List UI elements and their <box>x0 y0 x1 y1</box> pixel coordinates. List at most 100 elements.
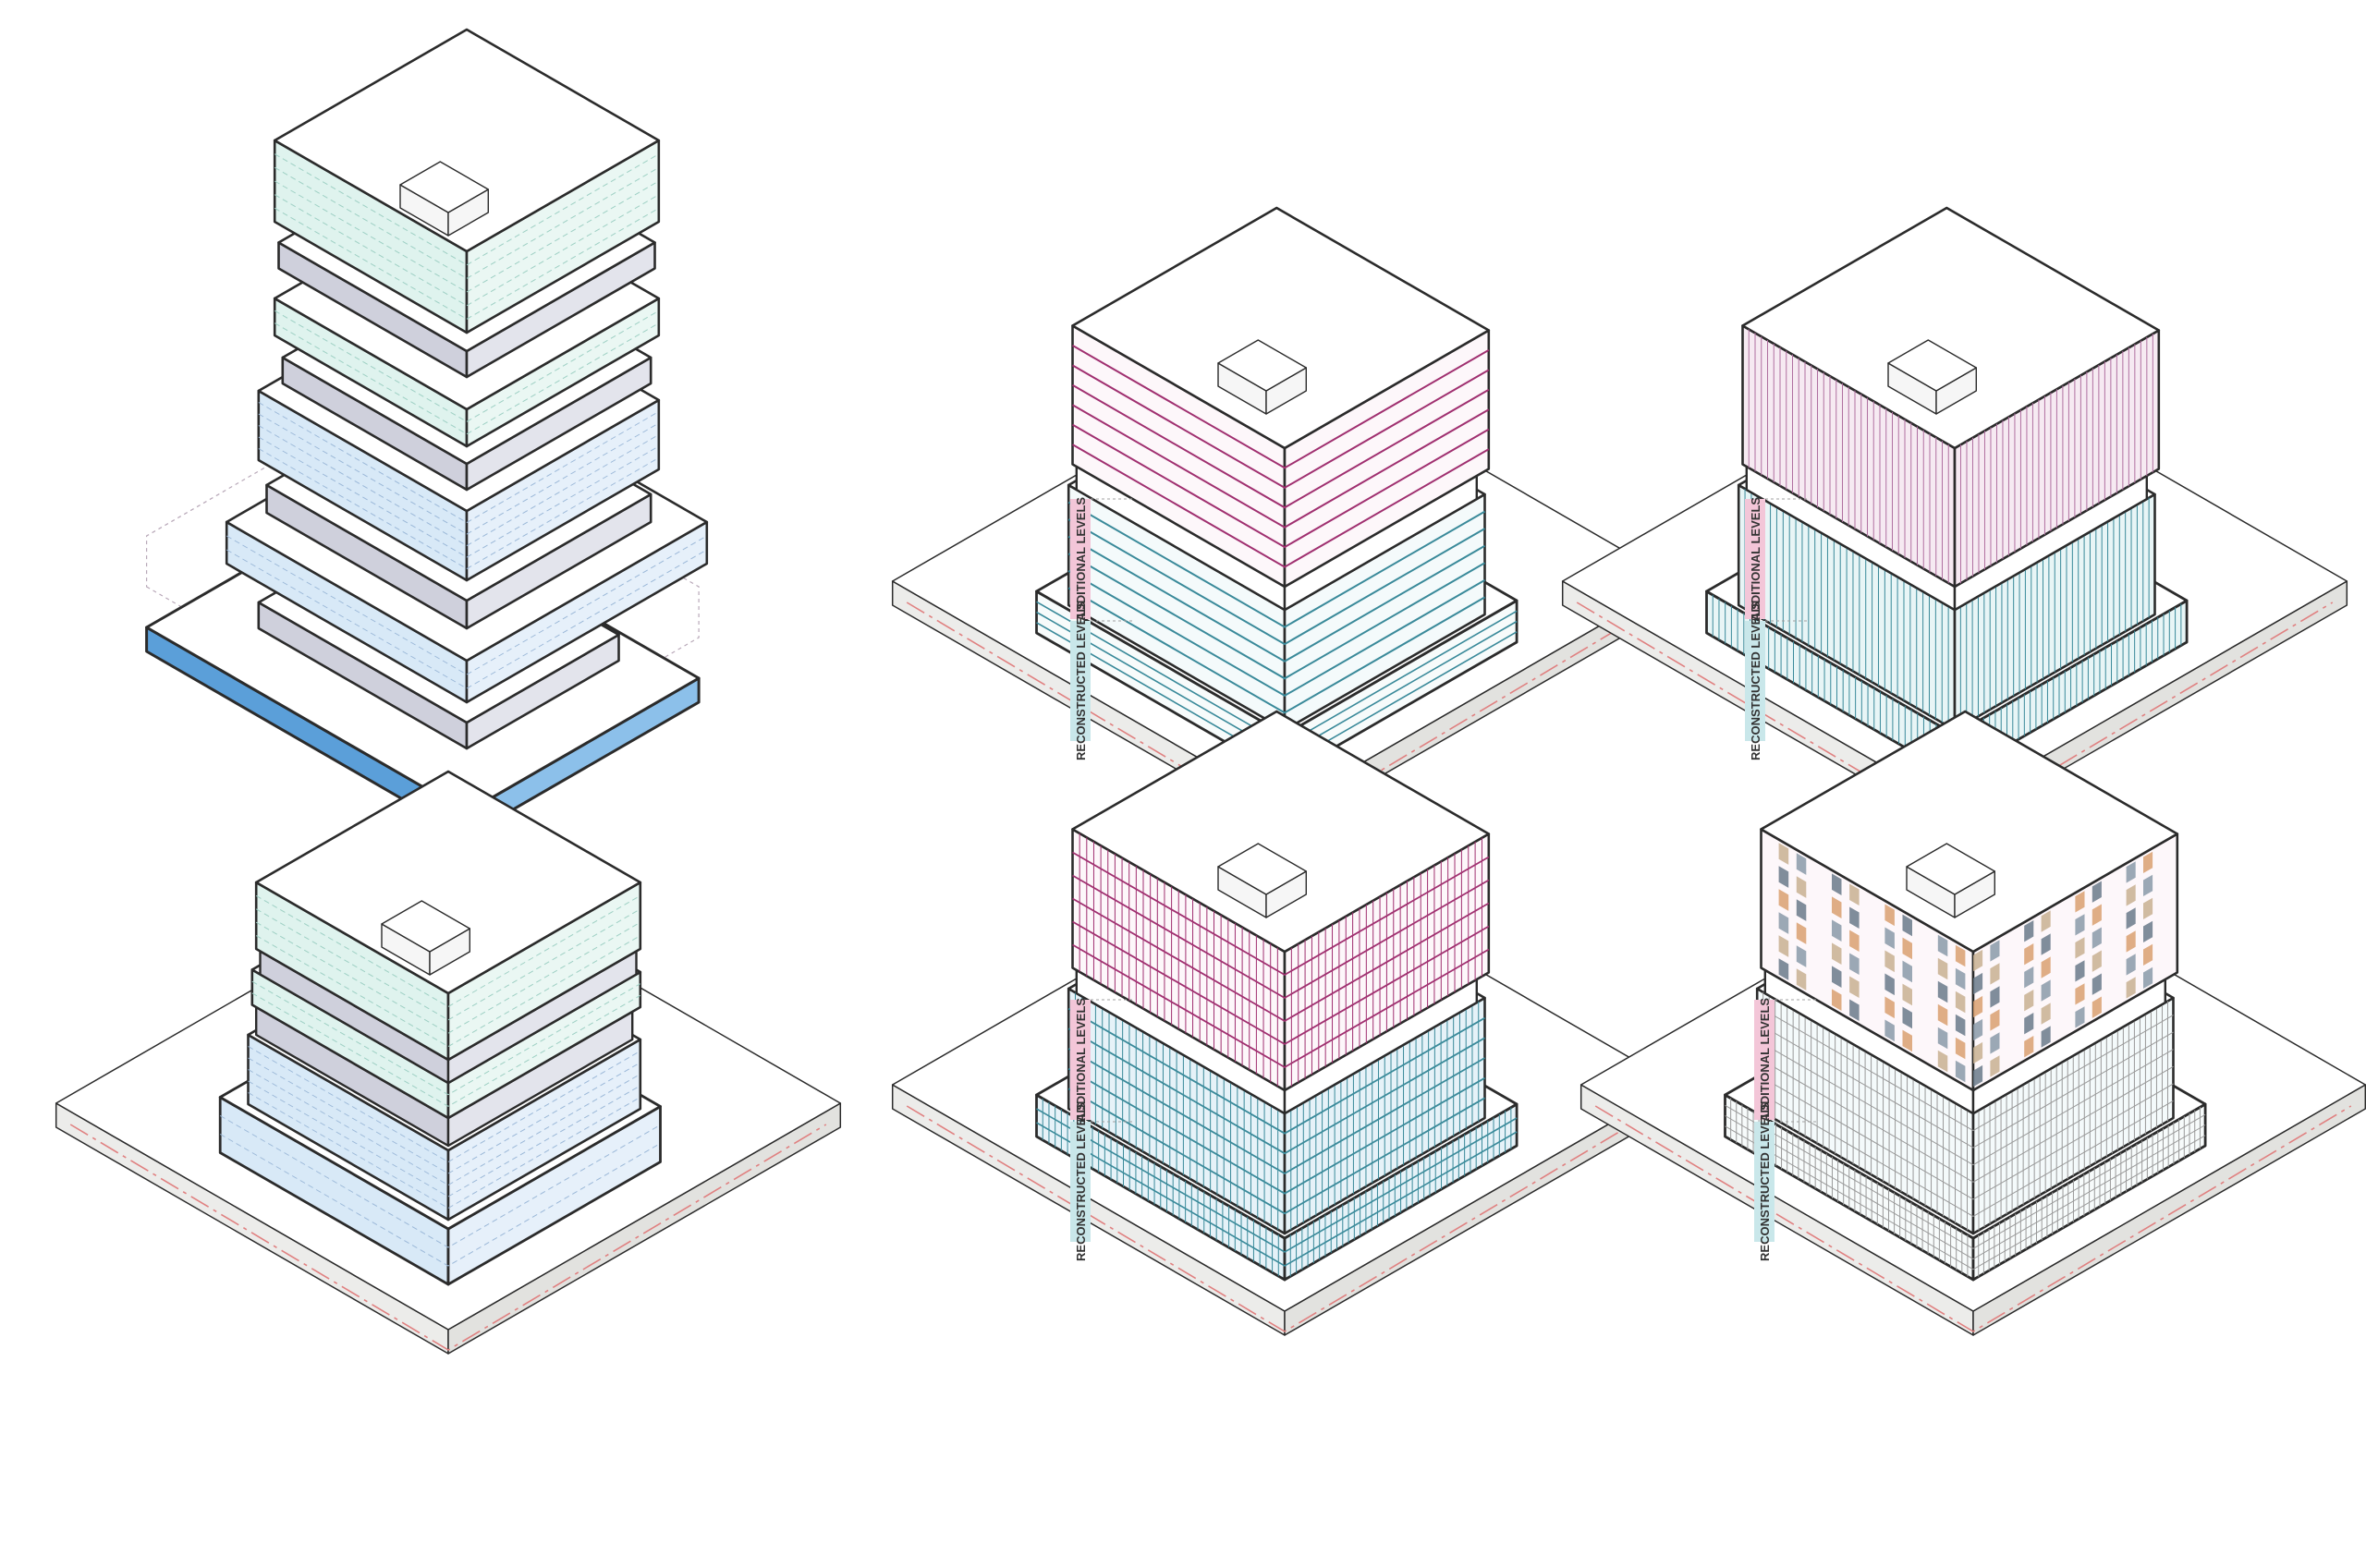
additional-block-panel <box>2143 920 2153 942</box>
reconstructed-levels-label: RECONSTRUCTED LEVELS <box>1074 1102 1088 1261</box>
additional-block-panel <box>2126 930 2136 953</box>
additional-block-panel <box>1796 968 1807 991</box>
reconstructed-block-floor-line <box>1067 1088 1485 1215</box>
additional-block-floor-line <box>1072 444 1490 568</box>
site-plinth-site-boundary <box>69 1124 827 1351</box>
additional-block-panel <box>1937 1027 1948 1050</box>
site-plinth-site-boundary <box>906 1105 1664 1332</box>
reconstructed-levels-tag <box>1745 621 1765 741</box>
additional-block-panel <box>2041 933 2051 955</box>
reconstructed-block-floor-line <box>258 436 660 558</box>
additional-block-panel <box>1884 1019 1895 1042</box>
additional-block-panel <box>1990 963 2000 985</box>
additional-block-panel <box>2126 954 2136 976</box>
reconstructed-levels-label: RECONSTRUCTED LEVELS <box>1074 602 1088 760</box>
additional-block-panel <box>1778 866 1789 888</box>
site-plinth-site-boundary <box>1594 1105 2352 1332</box>
additional-block-panel <box>1973 972 1983 995</box>
additional-block-panel <box>1778 889 1789 911</box>
additional-block-panel <box>1832 989 1842 1011</box>
additional-levels-tag <box>1070 499 1091 619</box>
additional-block-panel <box>1796 922 1807 944</box>
rooftop-plant-top-face <box>1887 339 1978 392</box>
reconstructed-block-floor-line <box>258 402 660 524</box>
podium-floor-line <box>1725 1115 2206 1260</box>
additional-block-panel <box>1849 953 1860 975</box>
additional-block-panel <box>2024 943 2034 966</box>
additional-block-panel <box>1955 991 1966 1014</box>
reconstructed-block-floor-line <box>1067 1007 1485 1135</box>
rooftop-plant-top-face <box>381 900 470 953</box>
diagram-massing-stack <box>55 770 842 1355</box>
additional-block-panel <box>1973 1018 1983 1041</box>
additional-block-panel <box>1937 1050 1948 1073</box>
additional-block-panel <box>2041 1003 2051 1025</box>
diagram-exploded-stack <box>145 28 709 838</box>
additional-block-panel <box>1796 853 1807 875</box>
additional-block-panel <box>2041 1026 2051 1048</box>
additional-block-panel <box>1973 949 1983 972</box>
reconstructed-block-floor-line <box>1067 553 1486 680</box>
additional-block-panel <box>1902 1029 1912 1052</box>
additional-block-top-face <box>1760 710 2179 954</box>
additional-block-panel <box>1832 896 1842 918</box>
additional-block-floor-line <box>1072 404 1490 529</box>
additional-block-panel <box>2075 983 2085 1005</box>
podium-floor-line <box>1725 1104 2206 1249</box>
top-block-top-face <box>273 28 661 253</box>
additional-levels-label: ADDITIONAL LEVELS <box>1749 497 1762 621</box>
additional-block-top-face <box>1071 206 1491 450</box>
additional-block-panel <box>2126 884 2136 906</box>
additional-block-panel <box>2092 927 2102 949</box>
additional-block-panel <box>1937 1003 1948 1027</box>
additional-block-panel <box>2143 943 2153 966</box>
reconstructed-levels-label: RECONSTRUCTED LEVELS <box>1749 602 1762 760</box>
additional-block-panel <box>1849 976 1860 998</box>
additional-block-floor-line <box>1072 364 1490 490</box>
additional-block-panel <box>1902 960 1912 983</box>
reconstructed-block-floor-line <box>1067 587 1486 714</box>
additional-levels-tag <box>1754 1000 1774 1120</box>
rooftop-plant-top-face <box>399 161 489 213</box>
additional-block-panel <box>1849 999 1860 1021</box>
additional-block-panel <box>2143 874 2153 896</box>
ghost-outline <box>146 401 700 772</box>
additional-block-panel <box>2024 1036 2034 1058</box>
additional-block-panel <box>2126 907 2136 930</box>
podium-floor-line <box>1036 1122 1518 1267</box>
mid-block-floor-line <box>251 980 641 1096</box>
additional-block-panel <box>1796 876 1807 898</box>
additional-block-panel <box>2126 861 2136 883</box>
additional-block-panel <box>1832 942 1842 965</box>
reconstructed-block-floor-line <box>1067 535 1486 662</box>
additional-block-panel <box>2075 960 2085 982</box>
reconstructed-block-floor-line <box>1067 570 1486 698</box>
additional-block-panel <box>2024 920 2034 942</box>
additional-block-panel <box>2024 1013 2034 1035</box>
additional-block-panel <box>1884 950 1895 973</box>
additional-block-panel <box>2041 956 2051 978</box>
additional-levels-label: ADDITIONAL LEVELS <box>1074 497 1088 621</box>
additional-block-panel <box>1937 980 1948 1003</box>
reconstructed-block-floor-line <box>1067 501 1486 628</box>
additional-levels-label: ADDITIONAL LEVELS <box>1074 998 1088 1122</box>
top-block-top-face <box>254 770 642 995</box>
additional-block-floor-line <box>1072 423 1490 549</box>
additional-block-panel <box>1884 996 1895 1019</box>
additional-block-floor-line <box>1072 345 1490 469</box>
additional-block-panel <box>1884 973 1895 996</box>
additional-block-panel <box>2075 891 2085 913</box>
additional-block-panel <box>1955 1060 1966 1083</box>
additional-block-panel <box>1955 944 1966 967</box>
mid-block-floor-line <box>251 992 641 1107</box>
additional-block-panel <box>1849 906 1860 929</box>
additional-block-panel <box>2024 966 2034 989</box>
additional-block-panel <box>1849 883 1860 906</box>
additional-block-panel <box>1990 1009 2000 1031</box>
reconstructed-block-floor-line <box>248 1092 641 1209</box>
additional-block-panel <box>2143 966 2153 989</box>
additional-block-panel <box>2143 851 2153 873</box>
podium-floor-line <box>1725 1125 2206 1270</box>
